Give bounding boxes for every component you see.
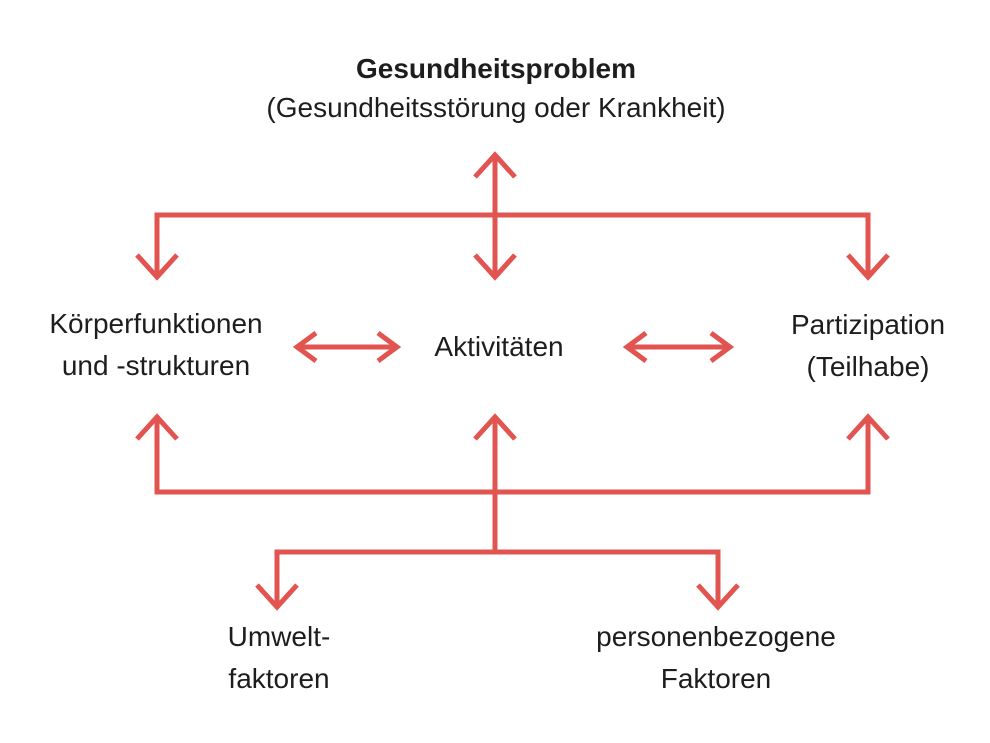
arrowhead-down-to-body-functions (135, 253, 179, 281)
node-participation: Partizipation (Teilhabe) (791, 304, 945, 388)
arrowhead-up-to-participation (846, 413, 890, 441)
participation-line2: (Teilhabe) (806, 351, 930, 382)
middle-double-arrows (292, 330, 735, 364)
activities-label: Aktivitäten (434, 331, 564, 362)
arrowhead-down-to-participation (846, 253, 890, 281)
arrowhead-right-to-activities (376, 330, 402, 364)
personal-factors-line2: Faktoren (660, 663, 772, 694)
arrowhead-left-to-body-functions (292, 330, 318, 364)
arrowhead-left-to-activities (622, 330, 648, 364)
health-problem-title: Gesundheitsproblem (355, 53, 637, 84)
factors-bracket-line (274, 549, 721, 607)
node-environmental-factors: Umwelt- faktoren (228, 616, 331, 700)
arrowhead-up-to-body-functions (135, 413, 179, 441)
body-functions-line1: Körperfunktionen (49, 308, 263, 339)
health-problem-subtitle: (Gesundheitsstörung oder Krankheit) (266, 92, 726, 123)
arrowhead-up-to-activities (473, 413, 517, 441)
environmental-factors-line2: faktoren (228, 663, 330, 694)
bottom-arrows (135, 413, 890, 611)
top-bracket-line (154, 212, 871, 277)
node-health-problem: Gesundheitsproblem (Gesundheitsstörung o… (266, 49, 725, 127)
arrowhead-up-to-health-problem (473, 151, 517, 179)
arrowhead-down-to-environmental-factors (255, 583, 299, 611)
personal-factors-line1: personenbezogene (596, 621, 836, 652)
arrowhead-down-to-activities (473, 253, 517, 281)
top-arrows (135, 151, 890, 281)
node-personal-factors: personenbezogene Faktoren (596, 616, 836, 700)
bottom-bracket-line (154, 417, 871, 495)
body-functions-line2: und -strukturen (61, 350, 251, 381)
node-body-functions: Körperfunktionen und -strukturen (49, 303, 262, 387)
node-activities: Aktivitäten (434, 326, 563, 368)
environmental-factors-line1: Umwelt- (227, 621, 331, 652)
arrowhead-down-to-personal-factors (696, 583, 740, 611)
arrowhead-right-to-participation (709, 330, 735, 364)
participation-line1: Partizipation (790, 309, 946, 340)
